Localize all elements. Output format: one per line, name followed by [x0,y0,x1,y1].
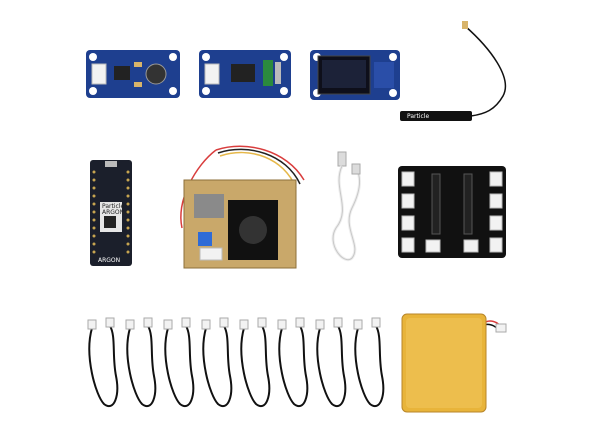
antenna-brand-label: Particle [407,113,429,120]
board-model-label: ARGON [102,209,124,216]
grove-cables [87,317,385,407]
lipo-battery [401,313,507,413]
particle-argon-board: Particle ARGON ARGON [90,160,132,266]
grove-sensor-module-2 [199,50,291,98]
usb-cable [331,151,361,262]
antenna-with-cable: Particle [400,21,507,121]
grove-shield-board [398,166,506,258]
board-brand-label: Particle [102,203,124,210]
grove-sensor-module-1 [86,50,180,98]
dust-sensor-with-wires [180,145,305,269]
oled-display-module [310,50,400,100]
board-silk-label: ARGON [98,257,120,264]
